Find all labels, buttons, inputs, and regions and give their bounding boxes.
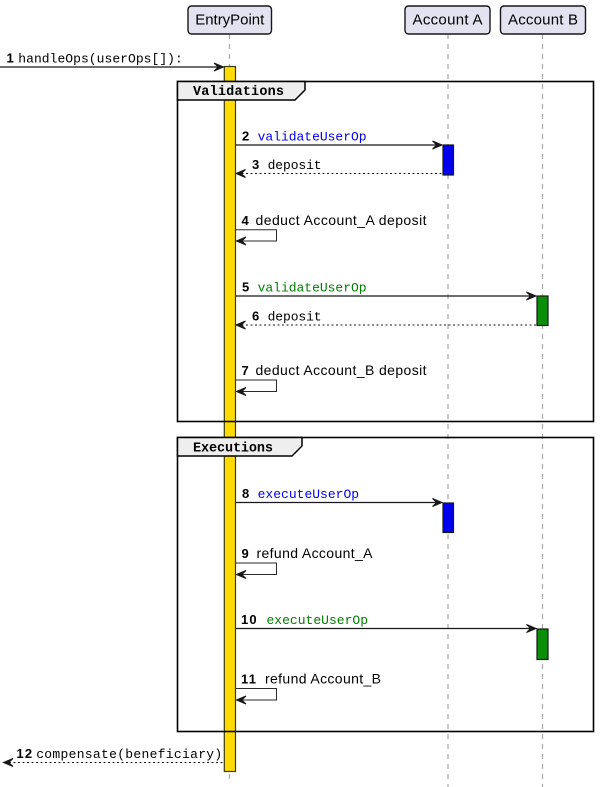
svg-text:deduct Account_A deposit: deduct Account_A deposit [256,212,427,228]
svg-text:handleOps(userOps[]):: handleOps(userOps[]): [18,52,183,67]
svg-text:deposit: deposit [268,158,322,173]
svg-text:Executions: Executions [193,442,273,457]
svg-text:8: 8 [242,486,249,501]
svg-text:Account A: Account A [413,12,483,29]
svg-text:executeUserOp: executeUserOp [258,487,360,502]
svg-text:11: 11 [241,672,257,687]
svg-text:executeUserOp: executeUserOp [267,613,369,628]
svg-text:10: 10 [241,612,258,627]
svg-text:7: 7 [242,363,249,378]
svg-text:1: 1 [7,51,14,66]
svg-text:4: 4 [242,213,250,228]
svg-text:refund Account_B: refund Account_B [265,671,381,687]
svg-text:refund Account_A: refund Account_A [257,545,374,561]
svg-text:9: 9 [242,546,249,561]
svg-text:3: 3 [252,157,259,172]
svg-text:EntryPoint: EntryPoint [195,12,265,29]
svg-text:5: 5 [242,280,249,295]
svg-text:compensate(beneficiary): compensate(beneficiary) [36,747,222,762]
svg-text:6: 6 [252,309,259,324]
svg-text:Account B: Account B [508,12,578,29]
svg-text:validateUserOp: validateUserOp [258,130,367,145]
svg-text:12: 12 [16,746,33,761]
svg-text:deduct Account_B deposit: deduct Account_B deposit [256,362,427,378]
svg-text:validateUserOp: validateUserOp [258,281,367,296]
svg-text:deposit: deposit [268,310,322,325]
svg-text:2: 2 [242,129,249,144]
svg-text:Validations: Validations [193,85,284,100]
